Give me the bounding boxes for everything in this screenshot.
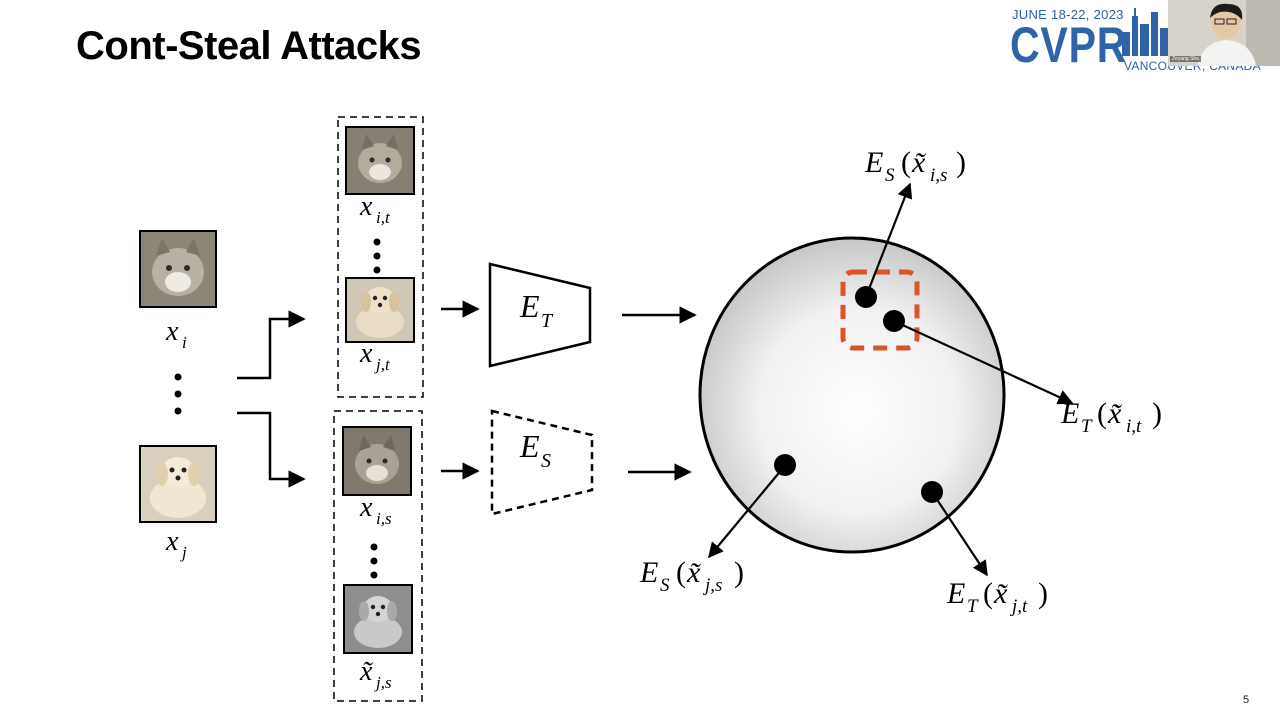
et-it-open-paren: ( <box>1097 397 1107 430</box>
slide-page-number: 5 <box>1243 694 1250 706</box>
et-jt-open-paren: ( <box>983 577 993 610</box>
input-label-xj-sub: j <box>180 543 187 562</box>
es-js-arg: x̃ <box>686 556 701 589</box>
es-is-asub: i,s <box>930 165 947 186</box>
et-jt-fsub: T <box>967 596 979 617</box>
et-it-close-paren: ) <box>1152 397 1162 430</box>
input-label-xi-base: x <box>165 316 179 347</box>
target-group-ellipsis <box>373 238 381 274</box>
embedding-label-et-it: E T ( x̃ i,t ) <box>1060 397 1162 437</box>
aug-label-xit-sub: i,t <box>376 208 391 227</box>
es-js-func: E <box>639 556 658 589</box>
et-it-arg: x̃ <box>1107 397 1122 430</box>
embedding-point-et-jt <box>921 481 943 503</box>
es-js-asub: j,s <box>702 575 722 596</box>
surrogate-encoder-shape <box>490 409 594 516</box>
aug-image-cat-surrogate <box>342 426 412 496</box>
target-encoder-label-sub: T <box>541 310 554 332</box>
surrogate-augmentation-group <box>333 410 423 702</box>
embedding-point-es-is <box>855 286 877 308</box>
pointer-et-jt <box>933 494 988 577</box>
et-it-func: E <box>1060 397 1079 430</box>
es-is-fsub: S <box>885 165 895 186</box>
pointer-es-js <box>708 467 784 559</box>
et-jt-close-paren: ) <box>1038 577 1048 610</box>
aug-label-xjs-sub: j,s <box>374 673 392 692</box>
es-is-open-paren: ( <box>901 146 911 179</box>
connector-to-surrogate-group <box>237 411 306 488</box>
es-is-close-paren: ) <box>956 146 966 179</box>
surrogate-encoder-label-sub: S <box>541 450 551 472</box>
es-js-fsub: S <box>660 575 670 596</box>
pointer-et-it <box>895 321 1074 405</box>
target-augmentation-group <box>337 116 424 398</box>
es-is-arg: x̃ <box>911 146 926 179</box>
input-label-xi-sub: i <box>182 333 187 352</box>
aug-label-xis-base: x <box>359 492 373 523</box>
input-image-cat <box>139 230 217 308</box>
surrogate-group-ellipsis <box>370 543 378 579</box>
et-it-asub: i,t <box>1126 416 1142 437</box>
aug-image-dog-surrogate <box>343 584 413 654</box>
embedding-point-et-it <box>883 310 905 332</box>
cvpr-logo-date: JUNE 18-22, 2023 <box>1012 7 1124 22</box>
aug-image-dog-target <box>345 277 415 343</box>
matched-pair-highlight-box <box>840 269 920 351</box>
et-it-fsub: T <box>1081 416 1093 437</box>
input-ellipsis <box>174 373 182 415</box>
embedding-point-es-js <box>774 454 796 476</box>
target-encoder-label-base: E <box>519 288 540 324</box>
aug-label-xis-sub: i,s <box>376 509 392 528</box>
presenter-webcam: Zeyang Sha <box>1168 0 1280 66</box>
surrogate-encoder-label-base: E <box>519 428 540 464</box>
input-image-dog <box>139 445 217 523</box>
et-jt-func: E <box>946 577 965 610</box>
target-encoder-shape <box>488 262 592 368</box>
aug-label-xjs-base: x̃ <box>359 656 374 687</box>
aug-label-xjt-sub: j,t <box>374 355 391 374</box>
et-jt-asub: j,t <box>1009 596 1028 617</box>
input-label-xj-base: x <box>165 526 179 557</box>
et-jt-arg: x̃ <box>993 577 1008 610</box>
presenter-avatar-icon <box>1168 0 1280 66</box>
aug-image-cat-target <box>345 126 415 195</box>
pointer-es-is <box>865 182 913 295</box>
aug-label-xit-base: x <box>359 191 373 222</box>
es-is-func: E <box>864 146 883 179</box>
es-js-close-paren: ) <box>734 556 744 589</box>
es-js-open-paren: ( <box>676 556 686 589</box>
cvpr-logo-word: CVPR <box>1010 17 1128 73</box>
slide-title: Cont-Steal Attacks <box>76 24 422 68</box>
aug-label-xjt-base: x <box>359 338 373 369</box>
embedding-label-et-jt: E T ( x̃ j,t ) <box>946 577 1048 617</box>
connector-to-target-group <box>237 310 306 380</box>
presenter-name-tag: Zeyang Sha <box>1170 56 1201 62</box>
vancouver-skyline-icon <box>1122 8 1169 56</box>
embedding-label-es-is: E S ( x̃ i,s ) <box>864 146 966 186</box>
embedding-space-sphere <box>698 236 1006 554</box>
embedding-label-es-js: E S ( x̃ j,s ) <box>639 556 744 596</box>
